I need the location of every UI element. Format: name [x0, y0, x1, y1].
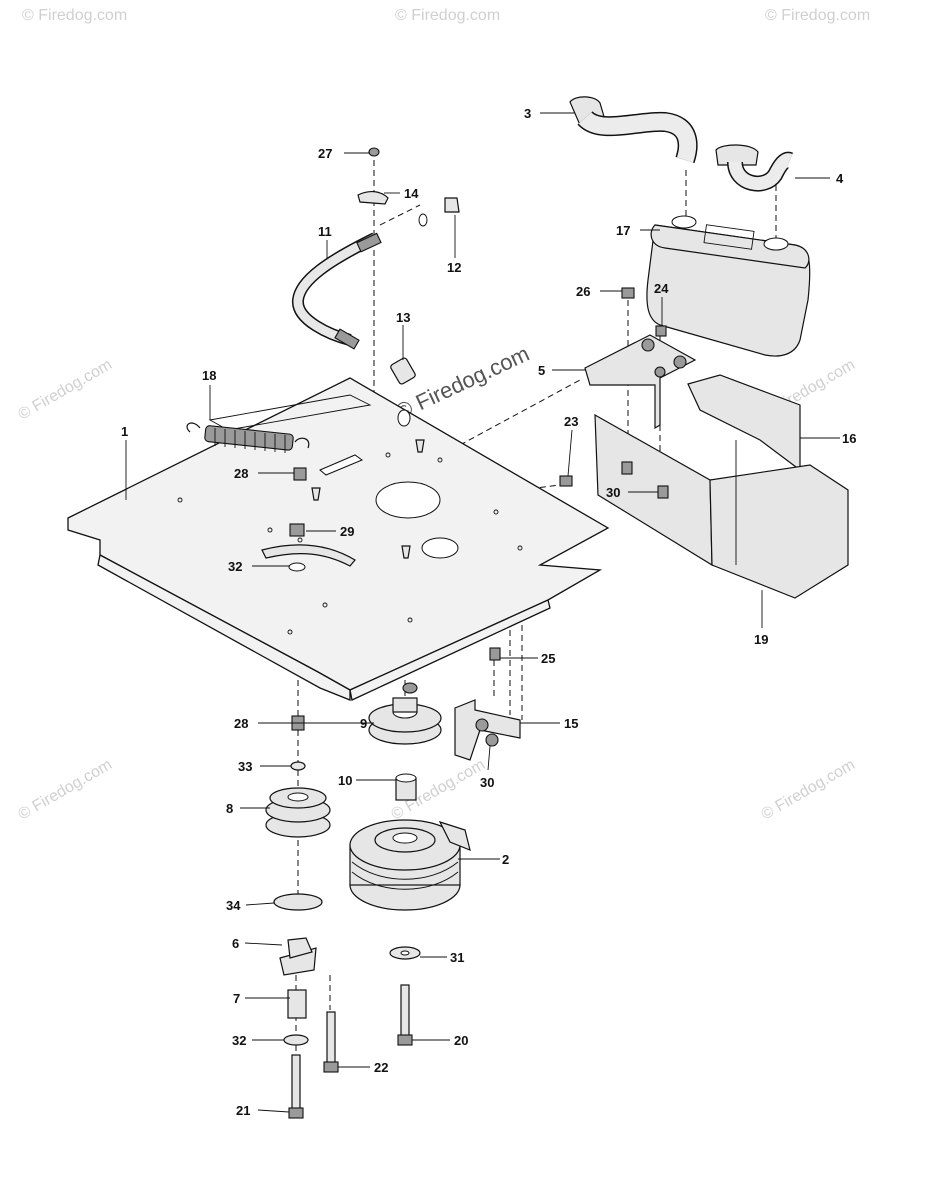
- idler-arm: [261, 523, 356, 572]
- label-28-bottom: 28: [234, 716, 248, 731]
- label-3: 3: [524, 106, 531, 121]
- label-33: 33: [238, 759, 252, 774]
- label-23: 23: [564, 414, 578, 429]
- label-7: 7: [233, 991, 240, 1006]
- label-11: 11: [318, 224, 332, 239]
- part-labels: 1 2 3 4 5 6 7 8 9 10 11 12 13 14 15 16 1…: [121, 106, 856, 1118]
- label-10: 10: [338, 773, 352, 788]
- label-14: 14: [404, 186, 419, 201]
- label-32-bottom: 32: [232, 1033, 246, 1048]
- bracket-5: [584, 334, 697, 430]
- label-34: 34: [226, 898, 241, 913]
- watermark-top-center: © Firedog.com: [395, 7, 500, 24]
- label-5: 5: [538, 363, 545, 378]
- heat-shield: [594, 374, 849, 599]
- mounting-plate: [67, 377, 610, 701]
- muffler: [646, 215, 811, 357]
- label-8: 8: [226, 801, 233, 816]
- label-24: 24: [654, 281, 669, 296]
- label-2: 2: [502, 852, 509, 867]
- pulley-8: [265, 787, 331, 838]
- pivot-stack: [273, 715, 339, 1119]
- label-31: 31: [450, 950, 464, 965]
- fittings: [357, 147, 460, 427]
- leader-lines: [125, 112, 840, 1113]
- label-27: 27: [318, 146, 332, 161]
- label-1: 1: [121, 424, 128, 439]
- spring: [186, 422, 310, 453]
- label-9: 9: [360, 716, 367, 731]
- bracket-15: [454, 699, 521, 761]
- label-17: 17: [616, 223, 630, 238]
- electric-clutch: [349, 819, 471, 911]
- label-20: 20: [454, 1033, 468, 1048]
- label-13: 13: [396, 310, 410, 325]
- watermark-right-2: © Firedog.com: [759, 756, 859, 823]
- label-6: 6: [232, 936, 239, 951]
- label-15: 15: [564, 716, 578, 731]
- watermark-top-right: © Firedog.com: [765, 7, 870, 24]
- label-30-bottom: 30: [480, 775, 494, 790]
- idler-pulley: [368, 682, 442, 745]
- label-26: 26: [576, 284, 590, 299]
- bolts: [293, 287, 669, 661]
- label-30-top: 30: [606, 485, 620, 500]
- watermark-left-2: © Firedog.com: [16, 756, 116, 823]
- label-28-top: 28: [234, 466, 248, 481]
- label-25: 25: [541, 651, 555, 666]
- label-16: 16: [842, 431, 856, 446]
- label-22: 22: [374, 1060, 388, 1075]
- label-32-top: 32: [228, 559, 242, 574]
- label-21: 21: [236, 1103, 250, 1118]
- fuel-hose: [292, 232, 382, 350]
- label-18: 18: [202, 368, 216, 383]
- label-4: 4: [836, 171, 844, 186]
- watermark-center: © Firedog.com: [392, 341, 534, 425]
- label-29: 29: [340, 524, 354, 539]
- clutch-bolt: [389, 946, 421, 1046]
- label-19: 19: [754, 632, 768, 647]
- exhaust-pipes: [569, 96, 793, 192]
- label-12: 12: [447, 260, 461, 275]
- watermark-left-1: © Firedog.com: [16, 356, 116, 423]
- watermark-top-left: © Firedog.com: [22, 7, 127, 24]
- spacer: [395, 773, 417, 801]
